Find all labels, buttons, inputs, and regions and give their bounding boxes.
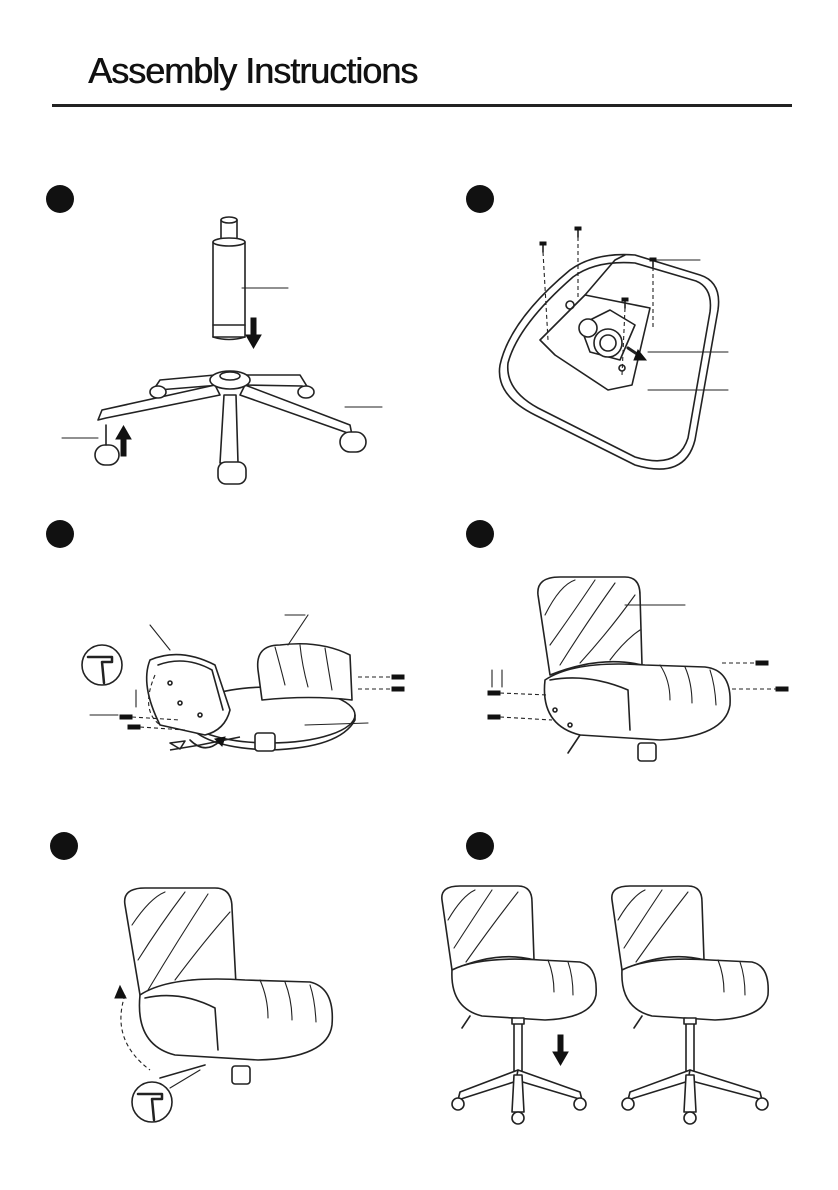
step-5-panel <box>40 830 440 1150</box>
step-6-illustration <box>430 830 830 1150</box>
page-title: Assembly Instructions <box>88 50 417 92</box>
allen-key-icon <box>132 1070 200 1122</box>
chair-seat <box>544 664 730 761</box>
step-4-panel <box>460 515 838 835</box>
step-1-panel <box>40 180 440 500</box>
arrow-down-icon <box>553 1035 568 1065</box>
step-2-panel <box>460 180 838 500</box>
step-5-illustration <box>40 830 440 1150</box>
chair-left <box>442 886 596 1124</box>
step-3-panel <box>40 515 440 835</box>
allen-key-icon <box>82 645 122 685</box>
back-backrest <box>258 615 352 700</box>
chair-back <box>538 577 685 675</box>
chair-seat <box>139 979 332 1084</box>
side-arm <box>147 625 230 735</box>
step-2-illustration <box>460 180 838 500</box>
step-6-panel <box>430 830 830 1150</box>
star-base <box>98 371 382 463</box>
title-rule <box>52 104 792 107</box>
step-1-illustration <box>40 180 440 500</box>
step-4-illustration <box>460 515 838 835</box>
step-3-illustration <box>40 515 440 835</box>
arrow-down-icon <box>246 318 261 348</box>
chair-right <box>612 886 768 1124</box>
